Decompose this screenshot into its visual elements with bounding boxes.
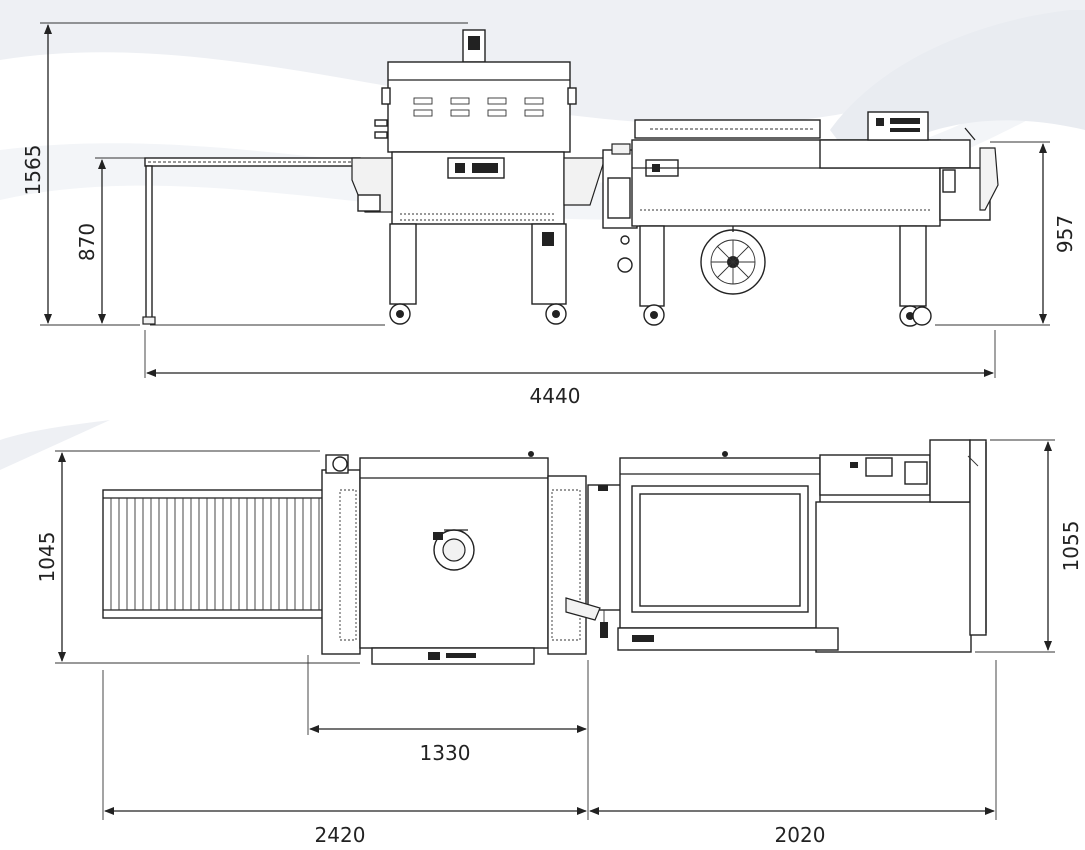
dimension-sealer-width: 1055 bbox=[975, 439, 1083, 653]
dimension-conveyor-height: 870 bbox=[75, 157, 145, 324]
fan-motor bbox=[433, 529, 475, 571]
top-shrink-tunnel bbox=[321, 451, 587, 665]
side-view: 1565 870 957 4440 bbox=[21, 22, 1077, 408]
dim-1330-label: 1330 bbox=[420, 741, 471, 765]
dimension-sealer-height: 957 bbox=[935, 141, 1077, 326]
top-view: 1045 1055 1330 2420 2020 bbox=[35, 439, 1083, 847]
dim-1055-label: 1055 bbox=[1059, 521, 1083, 572]
dim-870-label: 870 bbox=[75, 223, 99, 261]
dim-2420-label: 2420 bbox=[315, 823, 366, 847]
dimension-tunnel-width: 1045 bbox=[35, 450, 360, 664]
dimension-total-height: 1565 bbox=[21, 22, 468, 326]
side-shrink-tunnel bbox=[351, 29, 606, 325]
dim-2020-label: 2020 bbox=[775, 823, 826, 847]
dimension-tunnel-body: 1330 bbox=[307, 655, 589, 765]
dimension-lengths: 2420 2020 bbox=[102, 660, 997, 847]
top-roller-conveyor bbox=[102, 489, 324, 619]
top-l-sealer bbox=[565, 439, 987, 653]
dim-1045-label: 1045 bbox=[35, 532, 59, 583]
film-reel bbox=[700, 226, 766, 295]
vent-grills bbox=[413, 97, 544, 117]
dim-4440-label: 4440 bbox=[530, 384, 581, 408]
dim-1565-label: 1565 bbox=[21, 145, 45, 196]
dimension-total-length: 4440 bbox=[144, 330, 996, 408]
side-l-sealer bbox=[602, 111, 999, 327]
dim-957-label: 957 bbox=[1053, 215, 1077, 253]
